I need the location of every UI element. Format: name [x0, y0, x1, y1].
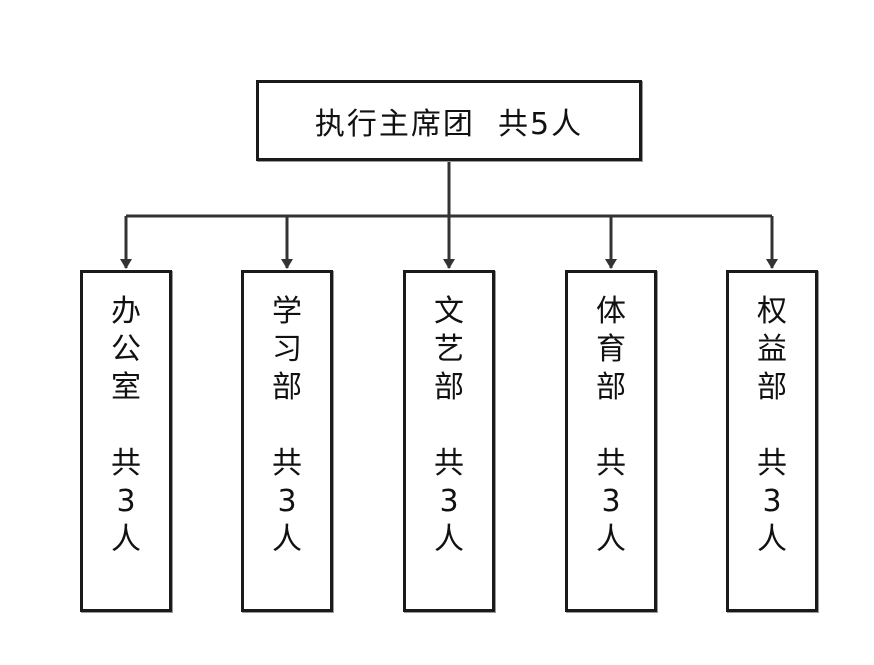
child-node-label: 文 艺 部 共 3 人 [434, 294, 464, 557]
child-node-sports: 体 育 部 共 3 人 [565, 270, 657, 612]
child-node-arts: 文 艺 部 共 3 人 [403, 270, 495, 612]
child-node-office: 办 公 室 共 3 人 [80, 270, 172, 612]
root-node-presidium: 执行主席团 共5人 [256, 80, 642, 161]
child-node-study: 学 习 部 共 3 人 [241, 270, 333, 612]
root-node-label: 执行主席团 共5人 [314, 106, 584, 142]
child-node-rights: 权 益 部 共 3 人 [726, 270, 818, 612]
child-node-label: 学 习 部 共 3 人 [272, 294, 302, 557]
child-node-label: 办 公 室 共 3 人 [111, 294, 141, 557]
child-node-label: 体 育 部 共 3 人 [596, 294, 626, 557]
child-node-label: 权 益 部 共 3 人 [757, 294, 787, 557]
